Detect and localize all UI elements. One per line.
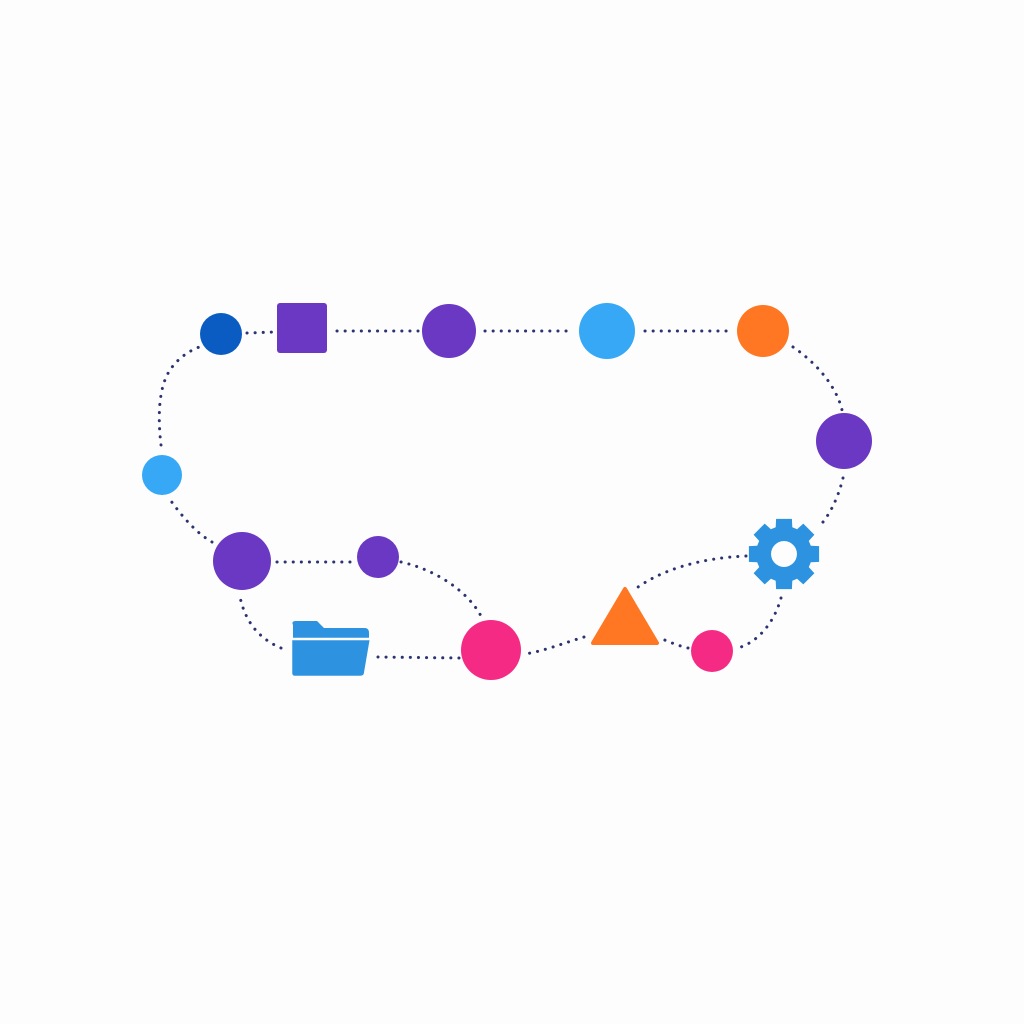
connector-n9-n10 [523,635,586,656]
node-circle-n5[interactable] [737,305,789,357]
node-circle-n8[interactable] [691,630,733,672]
node-layer [142,303,872,680]
node-circle-n13[interactable] [213,532,271,590]
connector-n10-n11 [376,655,461,660]
node-square-n2[interactable] [277,303,327,353]
node-circle-n10[interactable] [461,620,521,680]
connector-n7-n8 [736,596,783,650]
connector-n11-n13 [238,595,283,650]
connector-n8-n9 [658,636,690,650]
node-circle-n4[interactable] [579,303,635,359]
connector-n6-n7 [816,476,845,530]
gear-icon[interactable] [748,518,820,590]
connector-layer [157,329,845,660]
node-circle-n1[interactable] [200,313,242,355]
connector-n13-n14 [169,499,214,544]
node-circle-n6[interactable] [816,413,872,469]
connector-n5-n6 [791,345,844,412]
node-triangle-n9[interactable] [591,587,659,645]
connector-n1-n2 [245,330,276,335]
connector-n7-n9 [632,554,748,592]
connector-n12-n10 [399,560,483,618]
node-circle-n3[interactable] [422,304,476,358]
node-circle-n14[interactable] [142,455,182,495]
folder-icon[interactable] [289,621,373,679]
node-circle-n12[interactable] [357,536,399,578]
connector-n14-n1 [157,344,204,447]
